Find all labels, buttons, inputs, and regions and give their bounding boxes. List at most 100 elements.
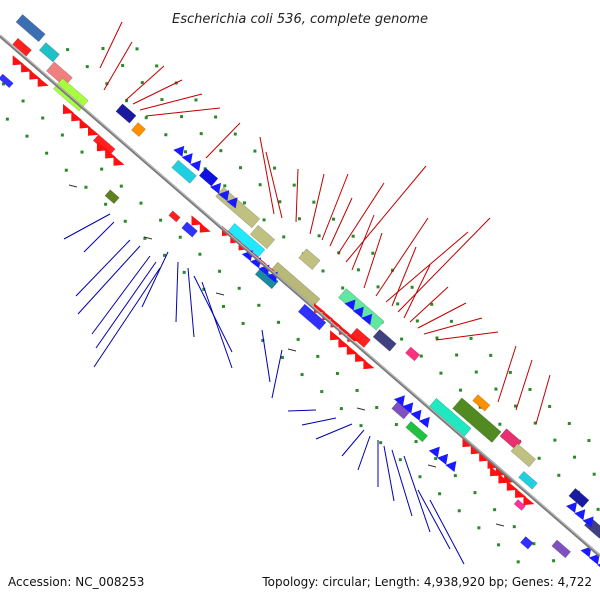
tick-dot	[414, 440, 418, 444]
tick-dot	[105, 82, 109, 86]
tick-dot	[198, 252, 202, 256]
tick-dot	[25, 134, 29, 138]
forward-gene-arrow	[515, 487, 527, 498]
tick-dot	[278, 200, 282, 204]
forward-gene-arrow	[12, 55, 24, 66]
gene-feature-block	[254, 266, 279, 290]
tick-dot	[258, 183, 262, 187]
reverse-label-leader	[417, 489, 451, 550]
tick-dot	[140, 81, 144, 85]
forward-gene-arrow	[96, 141, 108, 152]
forward-label-leader	[435, 331, 499, 341]
scale-tick-mark	[287, 348, 297, 352]
gene-feature-block	[131, 122, 146, 138]
reverse-label-leader	[341, 429, 365, 457]
forward-label-leader	[125, 65, 165, 101]
reverse-gene-arrow	[437, 453, 449, 465]
gene-feature-block	[510, 443, 536, 468]
reverse-label-leader	[287, 409, 317, 412]
tick-dot	[155, 64, 159, 68]
tick-dot	[419, 354, 423, 358]
tick-dot	[300, 373, 304, 377]
tick-dot	[537, 456, 541, 460]
forward-label-leader	[391, 246, 417, 307]
tick-dot	[396, 302, 400, 306]
tick-dot	[390, 268, 394, 272]
gene-feature-block	[38, 42, 60, 63]
forward-gene-arrow	[346, 344, 358, 355]
tick-dot	[121, 64, 125, 68]
tick-dot	[400, 337, 404, 341]
reverse-gene-arrow	[226, 197, 238, 209]
tick-dot	[552, 559, 556, 563]
tick-dot	[194, 98, 198, 102]
tick-dot	[459, 388, 463, 392]
reverse-label-leader	[357, 435, 371, 471]
tick-dot	[262, 218, 266, 222]
tick-dot	[321, 269, 325, 273]
reverse-label-leader	[383, 445, 395, 502]
tick-dot	[143, 236, 147, 240]
tick-dot	[60, 133, 64, 137]
tick-dot	[296, 337, 300, 341]
tick-dot	[45, 151, 49, 155]
tick-dot	[218, 269, 222, 273]
reverse-label-leader	[315, 423, 353, 440]
tick-dot	[100, 167, 104, 171]
genome-summary-text: Topology: circular; Length: 4,938,920 bp…	[261, 575, 592, 589]
tick-dot	[123, 219, 127, 223]
tick-dot	[242, 201, 246, 205]
tick-dot	[183, 150, 187, 154]
reverse-label-leader	[175, 261, 179, 323]
reverse-gene-arrow	[597, 563, 600, 568]
reverse-gene-arrow	[393, 395, 405, 407]
forward-gene-arrow	[191, 215, 203, 226]
reverse-label-leader	[141, 251, 169, 308]
scale-tick-mark	[68, 184, 78, 188]
forward-gene-arrow	[230, 233, 242, 244]
gene-feature-block	[46, 61, 73, 88]
tick-dot	[498, 422, 502, 426]
tick-dot	[202, 287, 206, 291]
reverse-gene-arrow	[445, 461, 457, 472]
gene-feature-block	[551, 539, 571, 559]
forward-label-leader	[375, 217, 429, 297]
map-title: Escherichia coli 536, complete genome	[172, 12, 428, 27]
tick-dot	[453, 474, 457, 478]
gene-feature-block	[297, 303, 327, 331]
tick-dot	[438, 492, 442, 496]
forward-gene-arrow	[21, 62, 33, 73]
tick-dot	[335, 371, 339, 375]
forward-label-leader	[409, 286, 449, 323]
tick-dot	[80, 150, 84, 154]
tick-dot	[592, 472, 596, 476]
tick-dot	[489, 353, 493, 357]
forward-label-leader	[205, 122, 241, 159]
reverse-label-leader	[83, 221, 115, 253]
forward-gene-arrow	[88, 125, 99, 136]
tick-dot	[239, 166, 243, 170]
tick-dot	[164, 133, 168, 137]
gene-feature-block	[181, 221, 198, 238]
forward-label-leader	[497, 345, 517, 403]
forward-label-leader	[329, 197, 353, 247]
tick-dot	[104, 202, 108, 206]
tick-dot	[66, 48, 70, 52]
tick-dot	[312, 200, 316, 204]
tick-dot	[233, 132, 237, 136]
tick-dot	[410, 285, 414, 289]
reverse-label-leader	[201, 281, 233, 369]
tick-dot	[355, 388, 359, 392]
tick-dot	[135, 47, 139, 51]
gene-feature-block	[452, 397, 502, 443]
tick-dot	[418, 475, 422, 479]
tick-dot	[494, 387, 498, 391]
forward-label-leader	[535, 374, 551, 425]
tick-dot	[85, 65, 89, 69]
tick-dot	[237, 286, 241, 290]
tick-dot	[497, 543, 501, 547]
tick-dot	[292, 183, 296, 187]
tick-dot	[316, 354, 320, 358]
forward-label-leader	[385, 231, 469, 303]
